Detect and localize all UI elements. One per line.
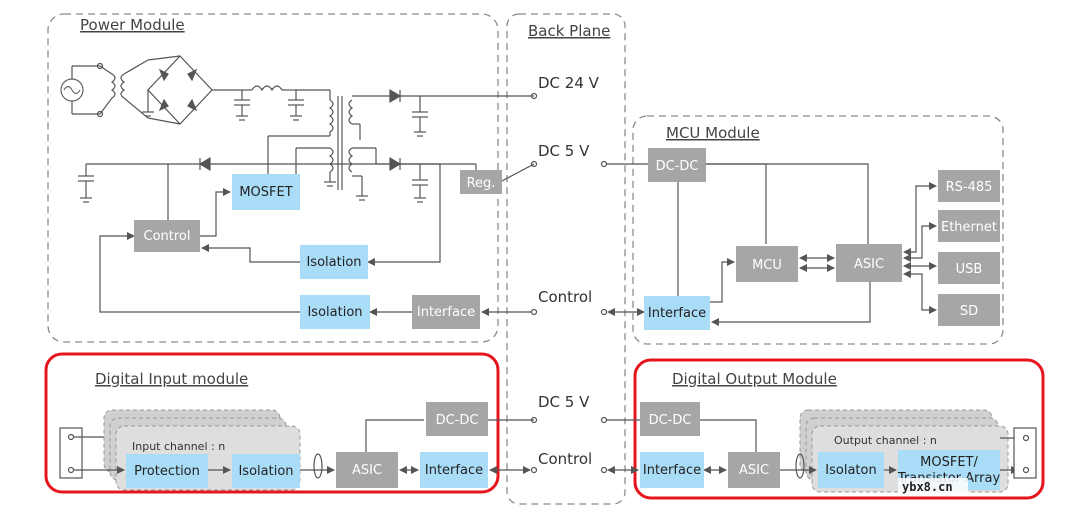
power-module-wiring bbox=[99, 92, 538, 316]
reg-box bbox=[460, 170, 502, 194]
asic-out-label: ASIC bbox=[739, 463, 769, 478]
protection-box bbox=[126, 454, 208, 488]
asic-mcu-box bbox=[836, 244, 902, 282]
back-plane-title: Back Plane bbox=[528, 22, 610, 40]
power-module-title: Power Module bbox=[80, 16, 185, 34]
isolation-box-1 bbox=[300, 245, 368, 279]
interface-power-box bbox=[412, 295, 480, 329]
usb-box bbox=[938, 252, 1000, 284]
control-bottom-label: Control bbox=[538, 450, 592, 468]
asic-in-box bbox=[336, 452, 398, 488]
isolaton-out-box bbox=[818, 452, 884, 488]
interface-mcu-box bbox=[644, 296, 710, 330]
sd-label: SD bbox=[960, 304, 978, 319]
asic-out-box bbox=[728, 452, 780, 488]
mcu-box bbox=[736, 246, 798, 282]
watermark-bg bbox=[898, 478, 968, 494]
mcu-label: MCU bbox=[752, 258, 782, 273]
watermark: ybx8.cn bbox=[902, 480, 953, 494]
rs485-box bbox=[938, 170, 1000, 202]
input-channel-label: Input channel : n bbox=[132, 440, 225, 453]
dcdc-in-label: DC-DC bbox=[436, 413, 479, 428]
isolation-2-label: Isolation bbox=[307, 305, 362, 320]
power-circuit-schematic bbox=[60, 55, 534, 203]
interface-mcu-label: Interface bbox=[648, 306, 706, 321]
mcu-module-border bbox=[632, 115, 1004, 345]
mosfet-array-label-line1: MOSFET/ bbox=[920, 455, 978, 470]
protection-label: Protection bbox=[134, 464, 200, 479]
dcdc-out-box bbox=[640, 402, 700, 436]
digital-output-wiring bbox=[600, 416, 1037, 479]
output-channel-label: Output channel : n bbox=[834, 434, 937, 447]
interface-in-label: Interface bbox=[425, 463, 483, 478]
interface-power-label: Interface bbox=[417, 305, 475, 320]
control-box bbox=[134, 220, 200, 252]
control-label: Control bbox=[144, 229, 191, 244]
digital-input-module-title: Digital Input module bbox=[95, 370, 248, 388]
digital-input-wiring bbox=[59, 416, 538, 479]
mcu-module-wiring bbox=[600, 160, 937, 326]
dcdc-out-label: DC-DC bbox=[649, 413, 692, 428]
mcu-module-title: MCU Module bbox=[666, 124, 760, 142]
mosfet-label: MOSFET bbox=[239, 185, 292, 200]
dc5v-bottom-label: DC 5 V bbox=[538, 393, 590, 411]
digital-input-module-border bbox=[44, 352, 500, 494]
digital-output-module-title: Digital Output Module bbox=[672, 370, 837, 388]
isolation-in-box bbox=[232, 454, 300, 488]
asic-mcu-label: ASIC bbox=[854, 257, 884, 272]
interface-out-label: Interface bbox=[643, 463, 701, 478]
ethernet-box bbox=[938, 210, 1000, 242]
control-top-label: Control bbox=[538, 288, 592, 306]
isolation-box-2 bbox=[300, 295, 370, 329]
isolation-in-label: Isolation bbox=[238, 464, 293, 479]
dc5v-top-label: DC 5 V bbox=[538, 142, 590, 160]
digital-output-module-border bbox=[633, 358, 1045, 500]
interface-out-box bbox=[640, 452, 704, 488]
reg-label: Reg. bbox=[467, 176, 496, 191]
mosfet-box bbox=[232, 174, 300, 210]
rs485-label: RS-485 bbox=[946, 180, 993, 195]
isolation-1-label: Isolation bbox=[306, 255, 361, 270]
dcdc-mcu-box bbox=[648, 148, 706, 182]
sd-box bbox=[938, 294, 1000, 326]
interface-in-box bbox=[420, 452, 488, 488]
dcdc-mcu-label: DC-DC bbox=[656, 159, 699, 174]
isolaton-out-label: Isolaton bbox=[825, 463, 876, 478]
asic-in-label: ASIC bbox=[352, 463, 382, 478]
dcdc-in-box bbox=[426, 402, 488, 436]
usb-label: USB bbox=[956, 262, 983, 277]
ethernet-label: Ethernet bbox=[941, 220, 997, 235]
dc24v-label: DC 24 V bbox=[538, 74, 600, 92]
